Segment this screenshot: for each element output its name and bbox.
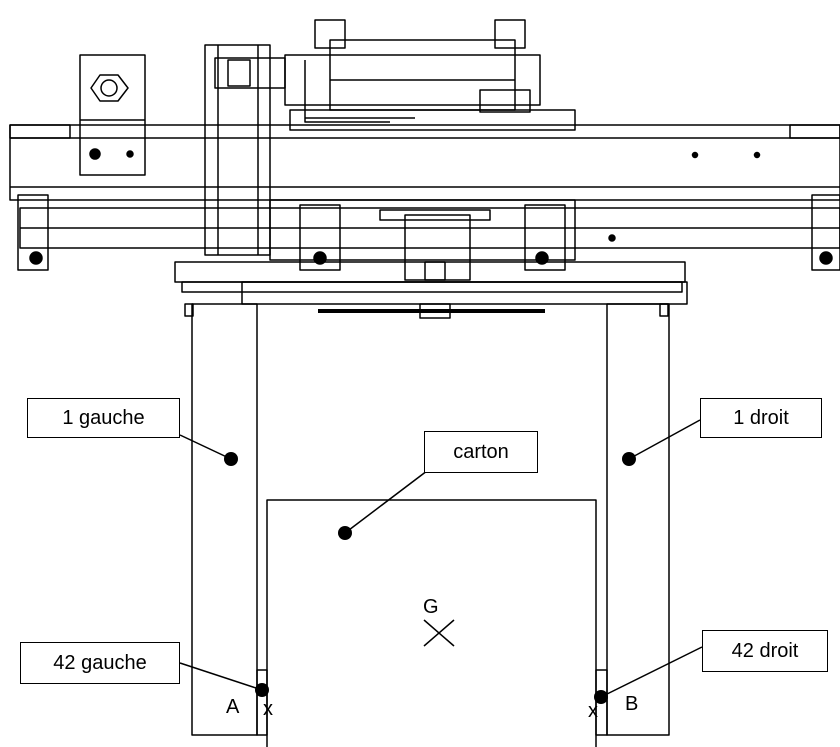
label-1-gauche: 1 gauche <box>27 398 180 438</box>
platform <box>174 261 688 319</box>
bracket <box>204 44 271 256</box>
main-rail <box>9 124 840 201</box>
point-b-label: B <box>625 693 639 715</box>
point-x-right: x <box>588 700 598 722</box>
cog-cross <box>423 619 455 647</box>
carton <box>266 499 597 747</box>
label-42-gauche: 42 gauche <box>20 642 180 684</box>
control-box <box>79 54 146 176</box>
point-x-left: x <box>263 698 273 720</box>
point-g-label: G <box>423 596 439 618</box>
leader-dots <box>224 452 636 704</box>
label-carton: carton <box>424 431 538 473</box>
guide-rail <box>17 194 840 281</box>
label-1-droit: 1 droit <box>700 398 822 438</box>
cylinder-assembly <box>214 19 576 131</box>
point-a-label: A <box>226 696 240 718</box>
gripper-fingers <box>191 303 670 736</box>
label-42-droit: 42 droit <box>702 630 828 672</box>
